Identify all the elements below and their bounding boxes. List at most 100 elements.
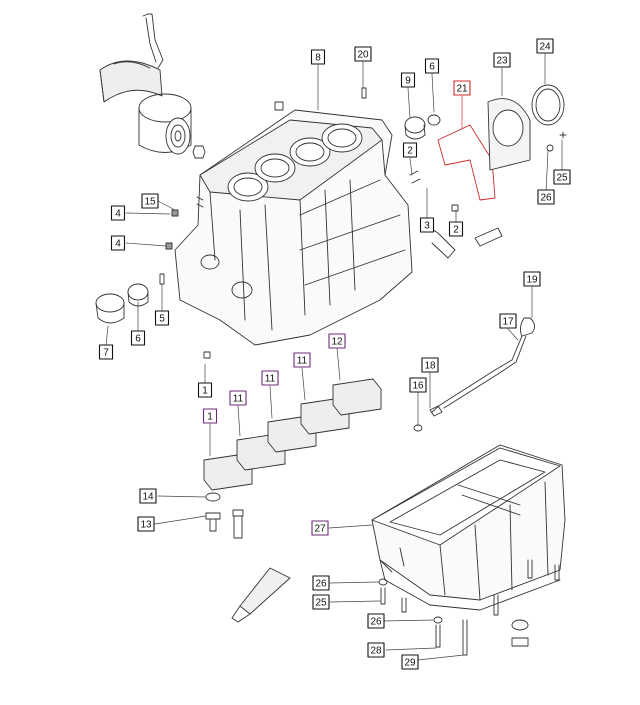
callout-box xyxy=(401,654,419,670)
callout-box xyxy=(110,235,126,251)
callout-box xyxy=(261,370,279,386)
callout-number: 21 xyxy=(456,84,468,95)
callout-6: 6 xyxy=(424,58,440,74)
callout-number: 14 xyxy=(142,492,154,503)
callout-box xyxy=(110,205,126,221)
callout-number: 11 xyxy=(233,394,244,405)
callout-23: 23 xyxy=(493,52,511,68)
callout-box xyxy=(523,271,541,287)
callout-number: 27 xyxy=(314,524,326,535)
bearing-bolts xyxy=(205,492,244,539)
callout-number: 26 xyxy=(315,579,327,590)
callout-26: 26 xyxy=(537,189,555,205)
callout-number: 1 xyxy=(207,412,213,423)
callout-14: 14 xyxy=(139,488,157,504)
callout-number: 3 xyxy=(424,221,430,232)
callout-box xyxy=(328,333,346,349)
callout-4: 4 xyxy=(110,205,126,221)
callout-number: 9 xyxy=(405,76,411,87)
callout-box xyxy=(493,52,511,68)
callout-box xyxy=(421,357,439,373)
sealant-tube xyxy=(231,567,291,623)
callout-number: 7 xyxy=(103,348,109,359)
callout-8: 8 xyxy=(310,49,326,65)
callout-box xyxy=(367,613,385,629)
callout-number: 25 xyxy=(315,598,327,609)
callout-21: 21 xyxy=(453,80,471,96)
callout-25: 25 xyxy=(312,594,330,610)
callout-2: 2 xyxy=(448,221,464,237)
callout-number: 4 xyxy=(115,209,121,220)
callout-number: 28 xyxy=(370,646,382,657)
leader-lines xyxy=(105,53,563,661)
callout-number: 26 xyxy=(370,617,382,628)
callout-box xyxy=(312,594,330,610)
callout-number: 17 xyxy=(502,317,514,328)
callout-number: 11 xyxy=(265,374,276,385)
callout-number: 25 xyxy=(556,173,568,184)
oil-filter-assembly xyxy=(99,13,206,159)
callout-11: 11 xyxy=(229,390,247,406)
callout-box xyxy=(536,38,554,54)
callout-box xyxy=(367,642,385,658)
callout-24: 24 xyxy=(536,38,554,54)
callout-27: 27 xyxy=(311,520,329,536)
callout-box xyxy=(293,352,311,368)
callout-28: 28 xyxy=(367,642,385,658)
callout-5: 5 xyxy=(154,310,170,326)
callout-box xyxy=(448,221,464,237)
callout-number: 6 xyxy=(429,62,435,73)
oil-pan xyxy=(371,444,566,611)
callout-12: 12 xyxy=(328,333,346,349)
callout-26: 26 xyxy=(367,613,385,629)
callout-number: 2 xyxy=(453,225,459,236)
callout-number: 13 xyxy=(140,520,152,531)
callout-number: 24 xyxy=(539,42,551,53)
callout-1: 1 xyxy=(202,408,218,424)
dipstick-assembly xyxy=(413,317,535,432)
callout-box xyxy=(424,58,440,74)
callout-box xyxy=(354,46,372,62)
callout-number: 29 xyxy=(404,658,416,669)
callout-box xyxy=(98,344,114,360)
callout-26: 26 xyxy=(312,575,330,591)
plugs-and-bushings xyxy=(95,209,211,359)
callout-13: 13 xyxy=(137,516,155,532)
callout-box xyxy=(229,390,247,406)
callout-19: 19 xyxy=(523,271,541,287)
callout-11: 11 xyxy=(261,370,279,386)
callout-box xyxy=(453,80,471,96)
callout-number: 2 xyxy=(407,146,413,157)
callout-number: 26 xyxy=(540,193,552,204)
callout-6: 6 xyxy=(130,330,146,346)
callout-box xyxy=(312,575,330,591)
callout-15: 15 xyxy=(141,193,159,209)
callout-box xyxy=(409,377,427,393)
callout-number: 20 xyxy=(357,50,369,61)
callout-number: 23 xyxy=(496,56,508,67)
callout-9: 9 xyxy=(400,72,416,88)
callout-20: 20 xyxy=(354,46,372,62)
callout-2: 2 xyxy=(402,142,418,158)
callout-box xyxy=(402,142,418,158)
callout-16: 16 xyxy=(409,377,427,393)
callout-box xyxy=(311,520,329,536)
callout-3: 3 xyxy=(419,217,435,233)
callout-box xyxy=(197,382,213,398)
callout-box xyxy=(154,310,170,326)
callout-box xyxy=(137,516,155,532)
callout-box xyxy=(400,72,416,88)
rear-seal-assembly xyxy=(361,84,567,259)
callout-box xyxy=(553,169,571,185)
callout-number: 18 xyxy=(424,361,436,372)
callout-box xyxy=(537,189,555,205)
callout-7: 7 xyxy=(98,344,114,360)
callout-box xyxy=(139,488,157,504)
callout-1: 1 xyxy=(197,382,213,398)
callout-box xyxy=(202,408,218,424)
callout-number: 1 xyxy=(202,386,208,397)
pan-bolts xyxy=(378,559,560,656)
callout-number: 4 xyxy=(115,239,121,250)
